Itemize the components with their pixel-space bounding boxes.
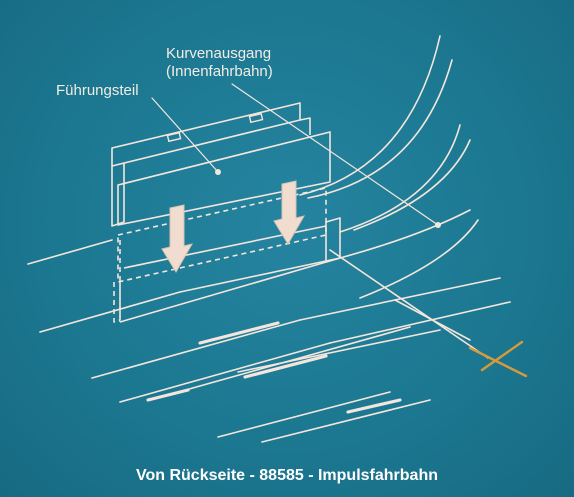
crossing-line (480, 340, 524, 372)
guide-part-assembly (111, 102, 341, 323)
rail-line (91, 319, 301, 379)
leader-guide-part (151, 97, 219, 173)
track-lines (27, 35, 511, 443)
caption: Von Rückseite - 88585 - Impulsfahrbahn (135, 467, 438, 484)
rail-line (123, 225, 327, 269)
curve-exit-label: Kurvenausgang (166, 45, 272, 62)
rail-line (299, 277, 501, 321)
curve-line (339, 124, 461, 233)
label-dots (215, 169, 441, 228)
arrow-down-icon (273, 180, 306, 245)
guide-part-label: Führungsteil (56, 82, 139, 99)
notch (166, 131, 182, 143)
dashed-outline (117, 187, 327, 283)
notch (248, 112, 264, 124)
curve-exit-dot (435, 222, 441, 228)
rail-line (217, 391, 391, 438)
curve-line (353, 139, 471, 231)
rail-line (119, 342, 331, 403)
notches (166, 112, 264, 143)
crossing-marker (468, 340, 528, 378)
rail-line (179, 257, 341, 293)
guide-part-front (117, 131, 331, 226)
rail-segment (346, 398, 402, 414)
target-outline (113, 187, 327, 323)
curve-exit-sublabel: (Innenfahrbahn) (166, 63, 273, 80)
curve-line (299, 35, 441, 196)
guide-part-dot (215, 169, 221, 175)
curve-line (339, 209, 471, 259)
arrow-down-icon (161, 204, 194, 273)
rail-segment (243, 354, 328, 379)
rail-segment (198, 321, 280, 345)
rail-line (39, 291, 181, 333)
guide-part-edge (299, 117, 311, 135)
dashed-outline (113, 282, 121, 323)
leader-curve-exit (231, 83, 439, 226)
rail-line (119, 257, 341, 323)
curve-line (307, 59, 453, 199)
rail-line (27, 239, 113, 265)
guide-part-top (111, 102, 301, 167)
guide-line (329, 249, 489, 359)
curve-line (359, 219, 479, 299)
insert-arrows (161, 180, 306, 273)
rail-line (261, 399, 431, 443)
guide-line (394, 299, 471, 341)
rail-line (329, 301, 511, 344)
crossing-line (468, 346, 528, 378)
rail-highlights (146, 321, 402, 414)
rail-segment (146, 388, 190, 402)
rail-line (237, 329, 441, 373)
